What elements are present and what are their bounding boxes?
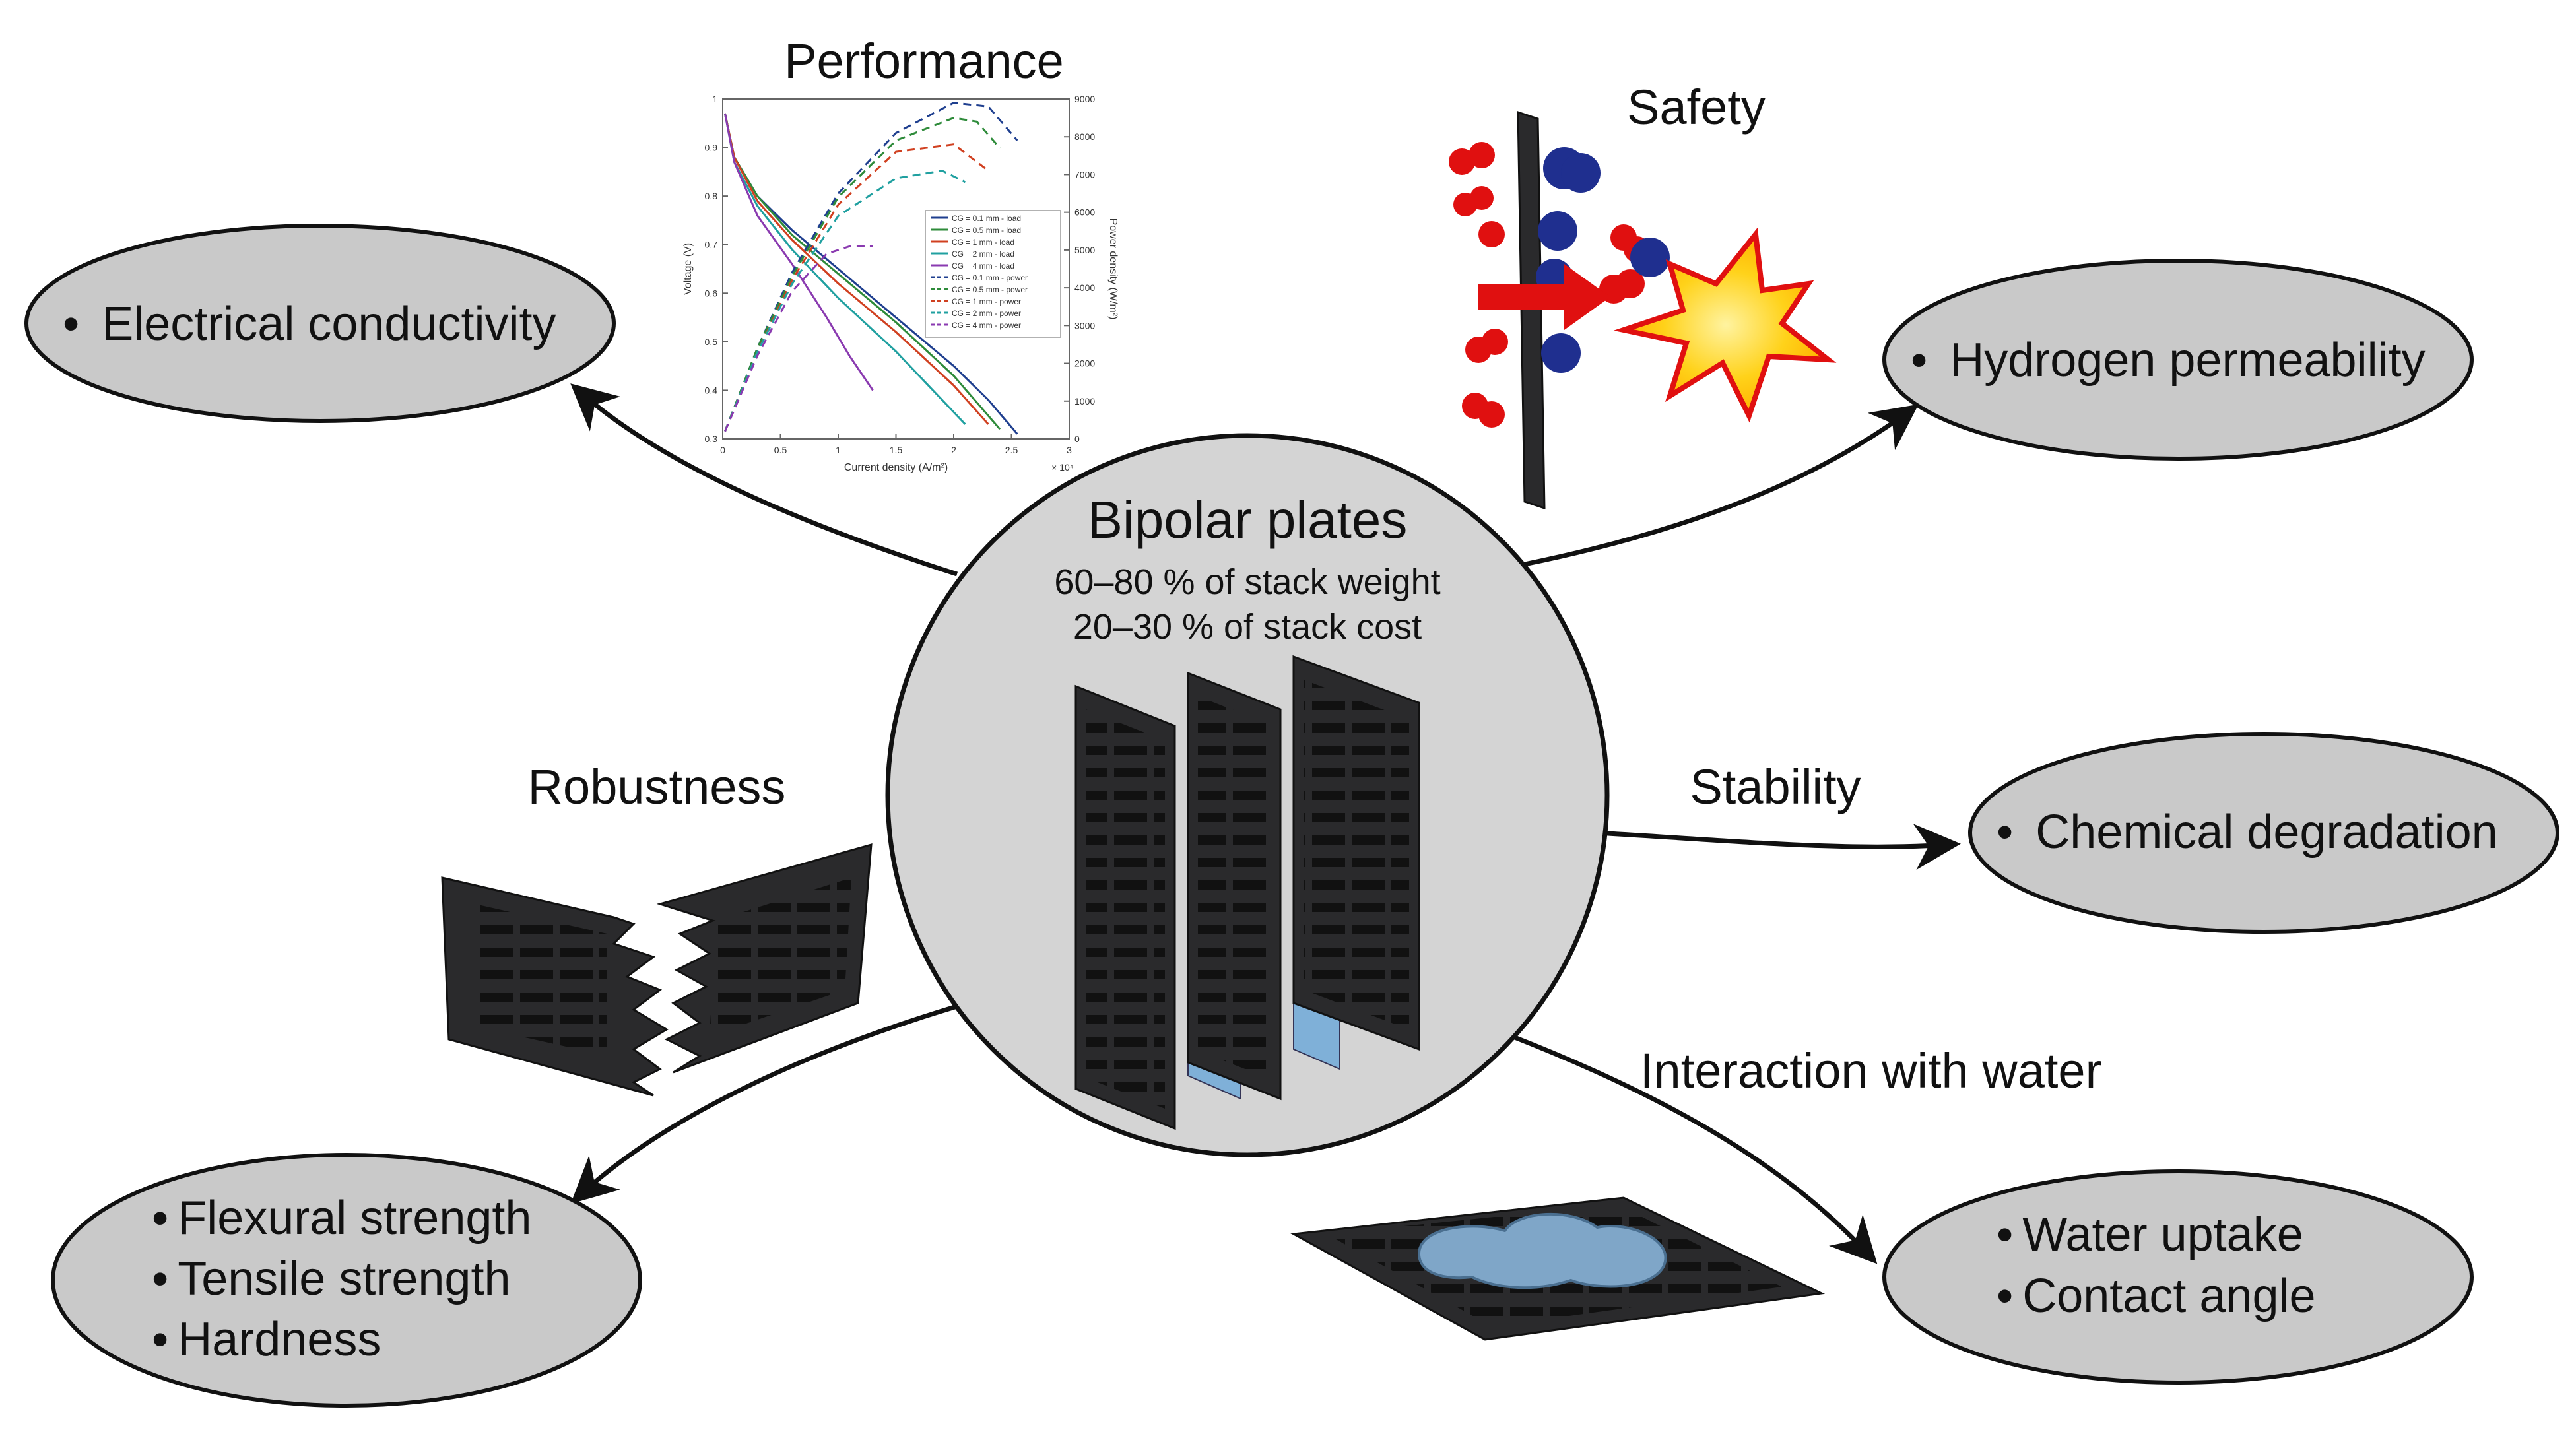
y-tick-label: 0.3	[705, 434, 718, 444]
y2-tick-label: 1000	[1074, 396, 1095, 407]
y-tick-label: 1	[712, 94, 717, 104]
legend-entry: CG = 1 mm - power	[952, 297, 1021, 306]
x-tick-label: 1.5	[890, 445, 903, 455]
water-droplet	[1417, 1212, 1667, 1289]
arrow-to-chemical	[1597, 824, 1961, 870]
y2-tick-label: 3000	[1074, 320, 1095, 331]
x-axis-label: Current density (A/m²)	[844, 462, 948, 473]
y-tick-label: 0.5	[705, 337, 718, 347]
x-tick-label: 2	[951, 445, 956, 455]
center-cost-share: 20–30 % of stack cost	[1073, 607, 1422, 647]
legend-entry: CG = 1 mm - load	[952, 238, 1014, 247]
y2-tick-label: 8000	[1074, 131, 1095, 142]
property-tensile-line: •Tensile strength	[152, 1253, 511, 1305]
ellipse-hydrogen-permeability: • Hydrogen permeability	[1882, 259, 2474, 461]
arrow-to-mechanical	[570, 1004, 958, 1204]
y-tick-label: 0.7	[705, 240, 718, 250]
heading-interaction-with-water: Interaction with water	[1640, 1043, 2101, 1098]
bipolar-plate-stack-illustration	[1074, 655, 1420, 1130]
legend-entry: CG = 0.5 mm - load	[952, 226, 1021, 235]
x-tick-label: 0	[720, 445, 725, 455]
x-tick-label: 2.5	[1005, 445, 1018, 455]
bullet: •	[63, 298, 79, 350]
y-tick-label: 0.4	[705, 385, 718, 395]
permeation-arrow	[1478, 264, 1610, 330]
heading-robustness: Robustness	[528, 760, 786, 814]
y2-tick-label: 6000	[1074, 207, 1095, 218]
x-multiplier-label: × 10⁴	[1051, 462, 1074, 473]
explosion-icon	[1613, 228, 1837, 423]
series-line	[724, 113, 874, 391]
ellipse-chemical-degradation: • Chemical degradation	[1968, 732, 2559, 934]
y2-tick-label: 9000	[1074, 94, 1095, 104]
ellipse-electrical-conductivity: • Electrical conductivity	[24, 224, 616, 423]
property-hydrogen-line: • Hydrogen permeability	[1911, 334, 2426, 387]
heading-performance: Performance	[784, 34, 1064, 88]
legend-entry: CG = 2 mm - load	[952, 249, 1014, 259]
property-contact-angle-line: •Contact angle	[1997, 1270, 2316, 1322]
y2-tick-label: 4000	[1074, 282, 1095, 293]
series-line	[724, 117, 1001, 432]
series-line	[724, 113, 989, 425]
y-tick-label: 0.9	[705, 143, 718, 153]
legend-entry: CG = 0.1 mm - power	[952, 273, 1028, 282]
legend-entry: CG = 2 mm - power	[952, 309, 1021, 318]
series-line	[724, 170, 966, 432]
y-tick-label: 0.8	[705, 191, 718, 201]
property-hardness-line: •Hardness	[152, 1313, 381, 1366]
ellipse-water-properties: •Water uptake •Contact angle	[1882, 1169, 2474, 1385]
legend-entry: CG = 0.5 mm - power	[952, 285, 1028, 294]
series-line	[724, 102, 1018, 432]
heading-safety: Safety	[1627, 80, 1766, 135]
molecules-blue	[1536, 147, 1670, 373]
heading-stability: Stability	[1690, 760, 1861, 814]
x-tick-label: 0.5	[774, 445, 787, 455]
x-tick-label: 3	[1067, 445, 1072, 455]
y2-axis-label: Power density (W/m²)	[1107, 218, 1119, 320]
arrow-to-hydrogen	[1524, 404, 1919, 567]
legend-entry: CG = 4 mm - power	[952, 321, 1021, 330]
connector-arrows	[570, 383, 1961, 1264]
center-weight-share: 60–80 % of stack weight	[1054, 562, 1440, 602]
ellipse-mechanical-properties: •Flexural strength •Tensile strength •Ha…	[51, 1153, 642, 1408]
center-title: Bipolar plates	[1088, 490, 1408, 549]
broken-plate-illustration	[441, 843, 873, 1097]
y2-tick-label: 0	[1074, 434, 1080, 444]
water-plate-illustration	[1290, 1196, 1826, 1341]
y2-tick-label: 7000	[1074, 169, 1095, 179]
property-electrical-line: • Electrical conductivity	[63, 298, 556, 350]
arrow-to-water	[1510, 1033, 1878, 1264]
hydrogen-molecules	[1449, 142, 1650, 428]
legend-entry: CG = 4 mm - load	[952, 261, 1014, 271]
safety-illustration	[1449, 110, 1837, 510]
legend-entry: CG = 0.1 mm - load	[952, 214, 1021, 223]
x-tick-label: 1	[836, 445, 841, 455]
legend-box	[925, 210, 1061, 338]
arrow-to-electrical	[570, 383, 958, 577]
performance-chart: 0 0.5 1 1.5 2 2.5 3 0.3 0.4 0.5 0.6 0.7 0.8 0.9 1 0 1000…	[682, 94, 1119, 473]
property-flexural-line: •Flexural strength	[152, 1192, 531, 1245]
y2-tick-label: 2000	[1074, 358, 1095, 369]
property-chemical-line: • Chemical degradation	[1997, 806, 2498, 859]
center-circle: Bipolar plates 60–80 % of stack weight 2…	[885, 433, 1610, 1157]
y-axis-label: Voltage (V)	[682, 243, 694, 295]
y2-tick-label: 5000	[1074, 245, 1095, 255]
property-water-uptake-line: •Water uptake	[1997, 1208, 2303, 1261]
series-line	[724, 245, 873, 432]
y-tick-label: 0.6	[705, 288, 718, 298]
